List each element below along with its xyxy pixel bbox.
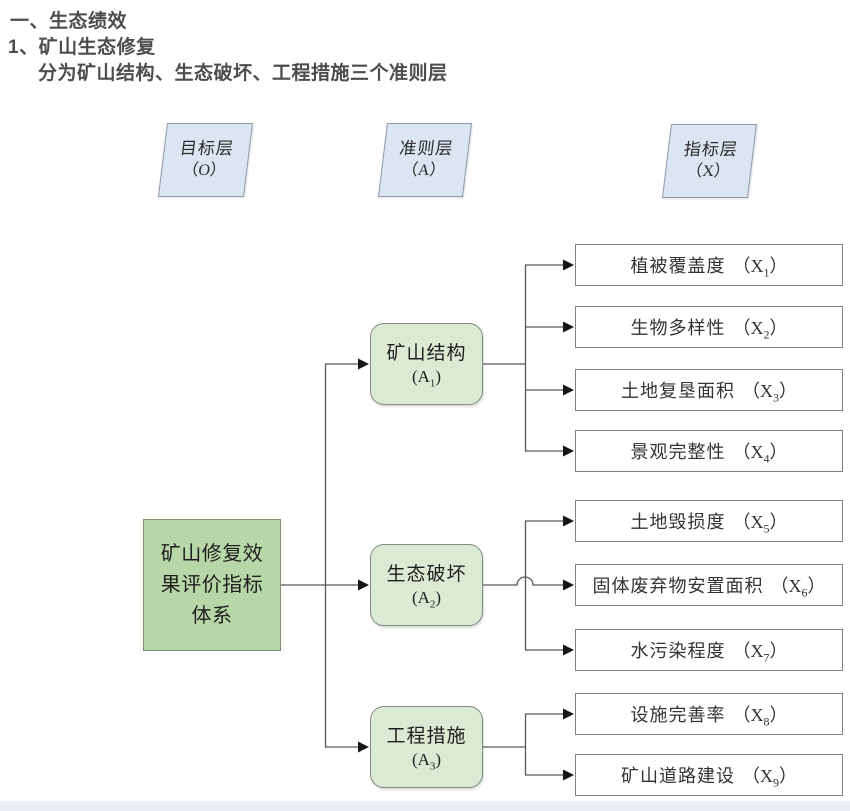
indicator-box-x5: 土地毁损度（X5） bbox=[575, 500, 843, 542]
criteria-box-a3: 工程措施 (A3) bbox=[370, 706, 483, 788]
heading-description: 分为矿山结构、生态破坏、工程措施三个准则层 bbox=[38, 63, 448, 84]
criteria-box-a1: 矿山结构 (A1) bbox=[370, 323, 483, 405]
indicator-box-x9: 矿山道路建设（X9） bbox=[575, 754, 843, 796]
heading-section: 一、生态绩效 bbox=[10, 11, 128, 32]
indicator-box-x4: 景观完整性（X4） bbox=[575, 430, 843, 472]
layer-label-indicator: 指标层 （X） bbox=[661, 124, 757, 198]
heading-subsection: 1、矿山生态修复 bbox=[8, 37, 156, 58]
arrowheads bbox=[358, 259, 574, 781]
indicator-box-x3: 土地复垦面积（X3） bbox=[575, 369, 843, 411]
page-edge-strip bbox=[0, 801, 850, 811]
indicator-box-x6: 固体废弃物安置面积（X6） bbox=[575, 564, 843, 606]
indicator-box-x1: 植被覆盖度（X1） bbox=[575, 244, 843, 286]
indicator-box-x7: 水污染程度（X7） bbox=[575, 629, 843, 671]
layer-label-goal: 目标层 （O） bbox=[157, 123, 253, 197]
indicator-box-x2: 生物多样性（X2） bbox=[575, 306, 843, 348]
goal-box: 矿山修复效果评价指标体系 bbox=[143, 519, 281, 651]
criteria-box-a2: 生态破坏 (A2) bbox=[370, 544, 483, 626]
layer-label-criteria: 准则层 （A） bbox=[377, 123, 472, 197]
indicator-box-x8: 设施完善率（X8） bbox=[575, 693, 843, 735]
